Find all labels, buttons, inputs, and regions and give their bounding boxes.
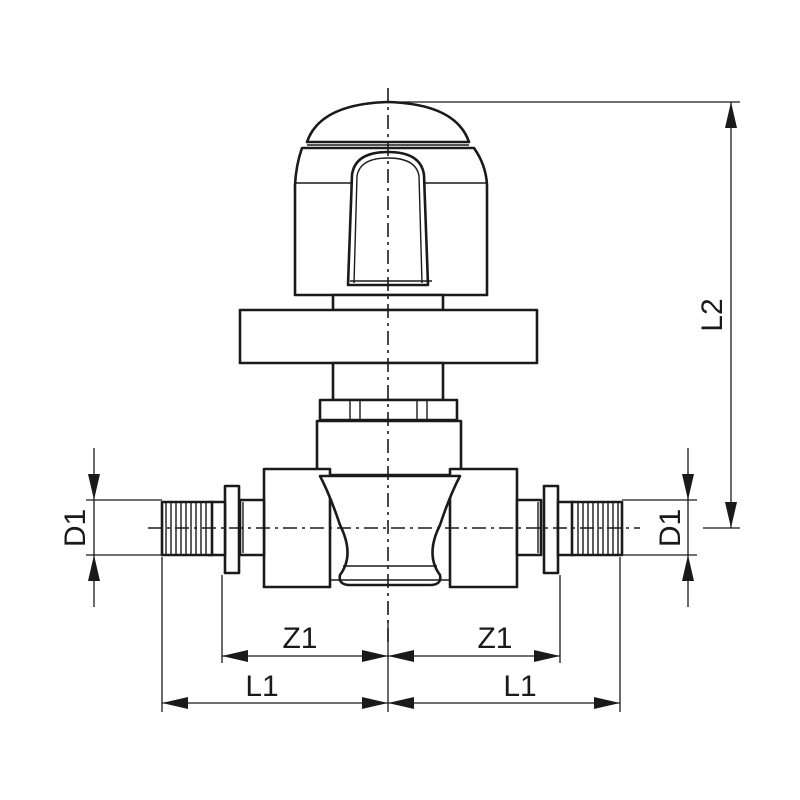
label-D1-left: D1: [59, 509, 92, 547]
right-connection: [515, 484, 624, 575]
dimension-D1-left: D1: [59, 448, 162, 607]
label-L2: L2: [696, 298, 729, 331]
label-D1-right: D1: [654, 509, 687, 547]
center-lines: [148, 88, 640, 645]
handle-cap: [293, 100, 489, 297]
dimension-L1: L1 L1: [161, 557, 621, 712]
hex-nut: [318, 398, 459, 422]
dimension-L2: L2: [400, 101, 740, 529]
label-L1-left: L1: [245, 670, 278, 703]
dimension-D1-right: D1: [622, 448, 697, 607]
bonnet: [315, 419, 463, 478]
label-L1-right: L1: [503, 670, 536, 703]
left-connection: [160, 484, 266, 575]
dimension-Z1: Z1 Z1: [221, 575, 561, 712]
label-Z1-left: Z1: [282, 622, 317, 655]
label-Z1-right: Z1: [477, 622, 512, 655]
